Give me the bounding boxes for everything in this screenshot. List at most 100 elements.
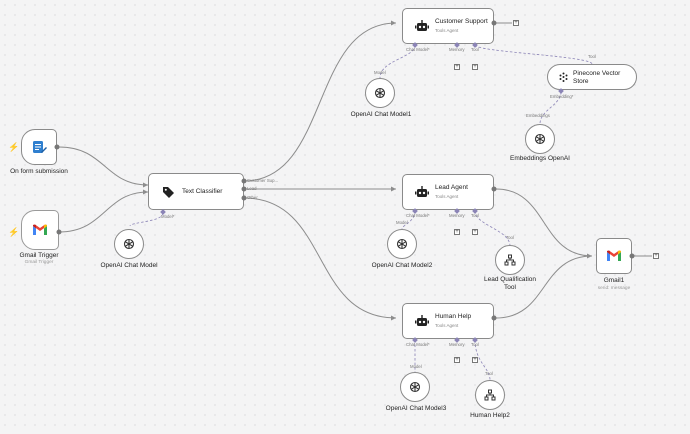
gmail1-title: Gmail1	[603, 277, 625, 284]
wire-classifier-to-support	[243, 22, 397, 182]
human-help-node[interactable]: Human Help Tools Agent	[402, 303, 494, 339]
pinecone-embedding-label: Embedding*	[550, 94, 574, 99]
robot-icon	[415, 315, 429, 326]
customer-support-title: Customer Support	[435, 18, 488, 25]
lead-port-label: Chat Model*	[406, 213, 430, 218]
sub-wire-lead-tool	[474, 210, 511, 247]
add-node-button[interactable]: +	[653, 253, 659, 259]
classifier-output-label: Lead	[247, 186, 257, 191]
lead-agent-node[interactable]: Lead Agent Tools Agent	[402, 174, 494, 210]
add-memory-button[interactable]: +	[454, 357, 460, 363]
openai-icon	[396, 238, 408, 250]
sub-wire-pinecone	[474, 44, 593, 65]
lead-agent-title: Lead Agent	[435, 184, 468, 191]
add-node-button[interactable]: +	[513, 20, 519, 26]
openai-chat-model3-title: OpenAI Chat Model3	[385, 405, 447, 412]
text-classifier-node[interactable]: Text Classifier	[148, 173, 244, 210]
human-help2-port-label: Tool	[485, 371, 493, 376]
lead-qualification-tool-node[interactable]	[495, 245, 525, 275]
human-port-label: Tool	[471, 342, 479, 347]
openai-icon	[409, 381, 421, 393]
openai-chat-model1-title: OpenAI Chat Model1	[350, 111, 412, 118]
wire-form-to-classifier	[58, 146, 149, 186]
pinecone-icon	[559, 72, 568, 82]
form-trigger-title: On form submission	[10, 168, 68, 175]
support-port-label: Chat Model*	[406, 47, 430, 52]
lead-agent-subtitle: Tools Agent	[435, 194, 459, 199]
gmail-trigger-node[interactable]	[21, 210, 59, 250]
lead-port-label: Memory	[449, 213, 465, 218]
gmail-trigger-output-port[interactable]	[56, 229, 62, 235]
pinecone-tool-label: Tool	[588, 54, 596, 59]
lead-qualification-tool-title: Lead Qualification Tool	[484, 276, 536, 292]
human-help-subtitle: Tools Agent	[435, 323, 459, 328]
openai-icon	[534, 133, 546, 145]
workflow-icon	[484, 389, 496, 401]
lead-port-label: Tool	[471, 213, 479, 218]
classifier-output-port[interactable]	[241, 178, 247, 184]
pinecone-vector-store-node[interactable]: Pinecone Vector Store	[547, 64, 637, 90]
gmail-trigger-subtitle: Gmail Trigger	[24, 260, 54, 265]
human-help2-title: Human Help2	[470, 412, 510, 419]
form-icon	[33, 141, 47, 153]
openai-icon	[123, 238, 135, 250]
openai-chat-model2-node[interactable]	[387, 229, 417, 259]
wire-lead-to-gmail1	[495, 188, 593, 257]
human-help-output-port[interactable]	[491, 315, 497, 321]
sub-wire-model1	[379, 44, 416, 79]
classifier-output-port[interactable]	[241, 186, 247, 192]
classifier-output-port[interactable]	[241, 195, 247, 201]
gmail-icon	[33, 224, 47, 235]
wire-human-to-gmail1	[495, 255, 593, 319]
classifier-model-label: Model*	[161, 214, 175, 219]
robot-icon	[415, 186, 429, 197]
add-memory-button[interactable]: +	[454, 229, 460, 235]
add-tool-button[interactable]: +	[472, 357, 478, 363]
customer-support-output-port[interactable]	[491, 20, 497, 26]
gmail-trigger-title: Gmail Trigger	[19, 252, 59, 259]
openai-chat-model1-node[interactable]	[365, 78, 395, 108]
gmail1-output-port[interactable]	[629, 253, 635, 259]
form-trigger-output-port[interactable]	[54, 144, 60, 150]
lead-agent-output-port[interactable]	[491, 186, 497, 192]
openai-chat-model3-node[interactable]	[400, 372, 430, 402]
model1-port-label: Model	[374, 70, 386, 75]
openai-icon	[374, 87, 386, 99]
tag-icon	[163, 187, 174, 198]
embeddings-openai-title: Embeddings OpenAI	[510, 155, 570, 162]
trigger-bolt-icon: ⚡	[8, 142, 20, 152]
model2-port-label: Model	[396, 220, 408, 225]
workflow-icon	[504, 254, 516, 266]
gmail-icon	[607, 250, 621, 261]
lead-tool-port-label: Tool	[506, 235, 514, 240]
gmail1-node[interactable]	[596, 238, 632, 274]
sub-wire-embeddings	[539, 91, 562, 125]
add-tool-button[interactable]: +	[472, 229, 478, 235]
classifier-output-label: Other	[247, 195, 258, 200]
customer-support-subtitle: Tools Agent	[435, 28, 459, 33]
openai-chat-model-node[interactable]	[114, 229, 144, 259]
lead-tool-title-line1: Lead Qualification	[483, 276, 537, 283]
classifier-output-label: Customer Sup...	[247, 178, 279, 183]
model3-port-label: Model	[410, 364, 422, 369]
sub-wire-model	[129, 212, 164, 227]
human-help2-node[interactable]	[475, 380, 505, 410]
pinecone-title: Pinecone Vector Store	[573, 70, 620, 86]
wire-gmail-to-classifier	[58, 191, 149, 233]
customer-support-node[interactable]: Customer Support Tools Agent	[402, 8, 494, 44]
robot-icon	[415, 20, 429, 31]
lead-tool-title-line2: Tool	[504, 284, 516, 291]
embeddings-openai-node[interactable]	[525, 124, 555, 154]
human-port-label: Chat Model*	[406, 342, 430, 347]
human-port-label: Memory	[449, 342, 465, 347]
embeddings-port-label: Embeddings	[526, 113, 550, 118]
add-tool-button[interactable]: +	[472, 64, 478, 70]
support-port-label: Tool	[471, 47, 479, 52]
wire-classifier-to-human	[243, 197, 397, 319]
trigger-bolt-icon: ⚡	[8, 227, 20, 237]
add-memory-button[interactable]: +	[454, 64, 460, 70]
support-port-label: Memory	[449, 47, 465, 52]
form-trigger-node[interactable]	[21, 129, 57, 165]
pinecone-title-line1: Pinecone Vector	[573, 70, 621, 77]
